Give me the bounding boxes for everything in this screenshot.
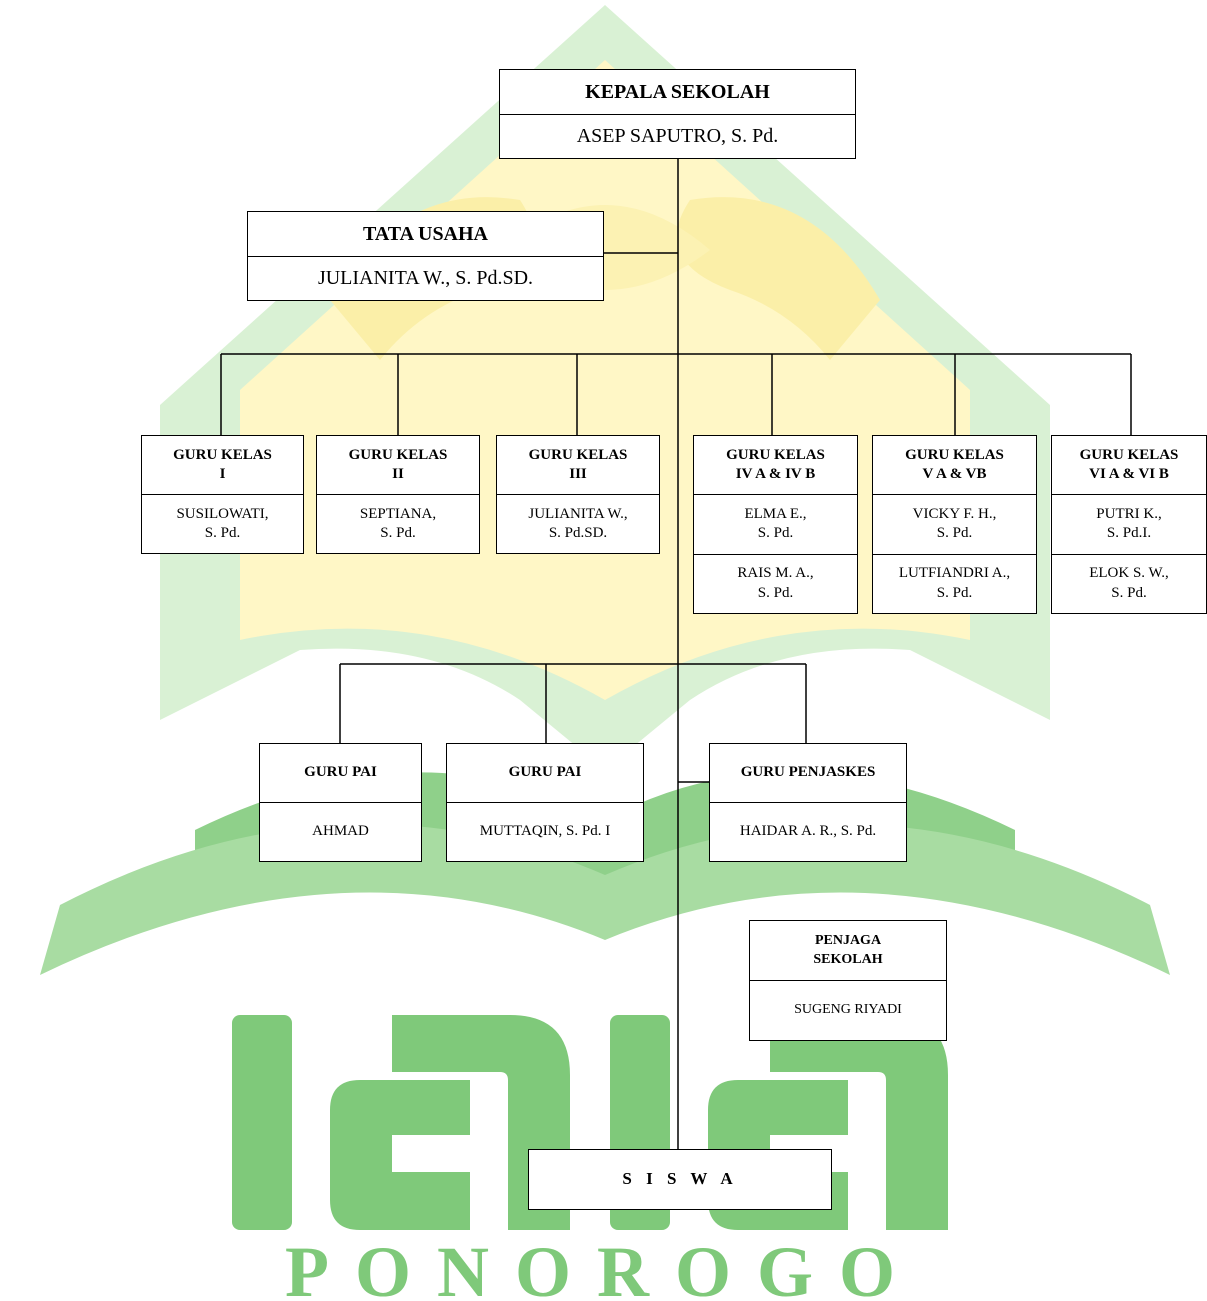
watermark-text: PONOROGO (285, 1232, 921, 1301)
guru-pai-title: GURU PAI (508, 764, 582, 781)
guru-kelas-3-box: GURU KELAS III JULIANITA W., S. Pd.SD. (496, 435, 660, 554)
guru-penjaskes-title: GURU PENJASKES (740, 764, 876, 781)
guru-kelas-5-box: GURU KELAS V A & VB VICKY F. H., S. Pd. … (872, 435, 1037, 614)
tata-usaha-title: TATA USAHA (362, 222, 489, 245)
siswa-box: S I S W A (528, 1149, 832, 1210)
guru-pai-title: GURU PAI (304, 764, 377, 781)
guru-kelas-6-box: GURU KELAS VI A & VI B PUTRI K., S. Pd.I… (1051, 435, 1207, 614)
guru-kelas-title: GURU KELAS I (173, 446, 272, 483)
siswa-title: S I S W A (622, 1169, 738, 1189)
penjaga-sekolah-box: PENJAGA SEKOLAH SUGENG RIYADI (749, 920, 947, 1041)
guru-kelas-name: ELMA E., S. Pd. (694, 494, 857, 553)
guru-kelas-title: GURU KELAS II (348, 446, 448, 483)
guru-kelas-title: GURU KELAS V A & VB (905, 446, 1004, 483)
tata-usaha-box: TATA USAHA JULIANITA W., S. Pd.SD. (247, 211, 604, 301)
guru-kelas-name: SEPTIANA, S. Pd. (317, 494, 479, 553)
guru-penjaskes-box: GURU PENJASKES HAIDAR A. R., S. Pd. (709, 743, 907, 862)
penjaga-sekolah-title: PENJAGA SEKOLAH (813, 933, 883, 967)
guru-kelas-2-box: GURU KELAS II SEPTIANA, S. Pd. (316, 435, 480, 554)
kepala-sekolah-name: ASEP SAPUTRO, S. Pd. (500, 113, 855, 159)
kepala-sekolah-box: KEPALA SEKOLAH ASEP SAPUTRO, S. Pd. (499, 69, 856, 159)
guru-kelas-name: LUTFIANDRI A., S. Pd. (873, 553, 1036, 613)
guru-kelas-name: SUSILOWATI, S. Pd. (142, 494, 303, 553)
guru-penjaskes-name: HAIDAR A. R., S. Pd. (710, 802, 906, 861)
guru-pai-1-box: GURU PAI AHMAD (259, 743, 422, 862)
guru-kelas-title: GURU KELAS VI A & VI B (1079, 446, 1179, 483)
guru-kelas-name: VICKY F. H., S. Pd. (873, 494, 1036, 553)
tata-usaha-name: JULIANITA W., S. Pd.SD. (248, 255, 603, 301)
guru-kelas-name: PUTRI K., S. Pd.I. (1052, 494, 1206, 553)
guru-kelas-title: GURU KELAS IV A & IV B (726, 446, 825, 483)
guru-kelas-1-box: GURU KELAS I SUSILOWATI, S. Pd. (141, 435, 304, 554)
guru-kelas-4-box: GURU KELAS IV A & IV B ELMA E., S. Pd. R… (693, 435, 858, 614)
guru-kelas-title: GURU KELAS III (528, 446, 628, 483)
kepala-sekolah-title: KEPALA SEKOLAH (585, 80, 770, 103)
guru-pai-name: MUTTAQIN, S. Pd. I (447, 802, 643, 861)
guru-kelas-name: RAIS M. A., S. Pd. (694, 553, 857, 613)
guru-pai-2-box: GURU PAI MUTTAQIN, S. Pd. I (446, 743, 644, 862)
guru-kelas-name: ELOK S. W., S. Pd. (1052, 553, 1206, 613)
penjaga-sekolah-name: SUGENG RIYADI (750, 980, 946, 1040)
guru-pai-name: AHMAD (260, 802, 421, 861)
guru-kelas-name: JULIANITA W., S. Pd.SD. (497, 494, 659, 553)
